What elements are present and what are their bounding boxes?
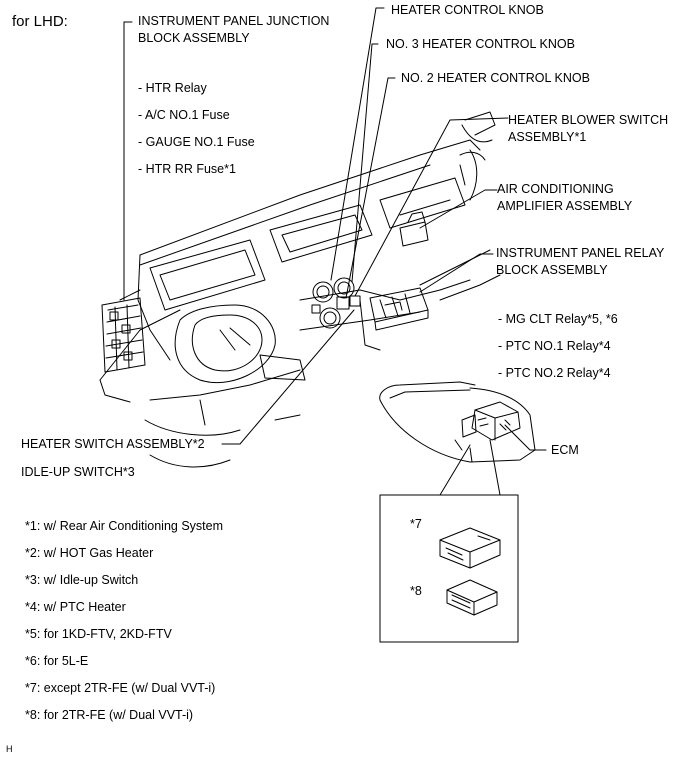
iprb-label-line1: INSTRUMENT PANEL RELAY bbox=[496, 246, 665, 260]
page-title: for LHD: bbox=[12, 13, 68, 30]
seat-ecm-drawing bbox=[379, 381, 536, 463]
inset-box bbox=[379, 494, 519, 643]
footnote: *8: for 2TR-FE (w/ Dual VVT-i) bbox=[25, 708, 194, 722]
inset-label-8: *8 bbox=[410, 584, 422, 598]
heater-control-knob-label: HEATER CONTROL KNOB bbox=[391, 3, 544, 17]
iprb-item: - MG CLT Relay*5, *6 bbox=[498, 312, 618, 326]
inset-label-7: *7 bbox=[410, 517, 422, 531]
footnote: *2: w/ HOT Gas Heater bbox=[25, 546, 154, 560]
ac-amplifier-label-line2: AMPLIFIER ASSEMBLY bbox=[497, 199, 633, 213]
ipjb-item: - HTR RR Fuse*1 bbox=[138, 162, 236, 176]
iprb-item: - PTC NO.2 Relay*4 bbox=[498, 366, 611, 380]
blower-switch-label-line2: ASSEMBLY*1 bbox=[508, 130, 587, 144]
ecm-label: ECM bbox=[551, 443, 579, 457]
ac-amplifier-label-line1: AIR CONDITIONING bbox=[497, 182, 614, 196]
blower-switch-label-line1: HEATER BLOWER SWITCH bbox=[508, 113, 669, 127]
iprb-item: - PTC NO.1 Relay*4 bbox=[498, 339, 611, 353]
footnote: *5: for 1KD-FTV, 2KD-FTV bbox=[25, 627, 172, 641]
junction-block-drawing bbox=[101, 297, 146, 373]
ipjb-label-line2: BLOCK ASSEMBLY bbox=[138, 31, 250, 45]
heater-switch-label: HEATER SWITCH ASSEMBLY*2 bbox=[21, 437, 205, 451]
no2-heater-control-knob-label: NO. 2 HEATER CONTROL KNOB bbox=[401, 71, 590, 85]
ipjb-label-line1: INSTRUMENT PANEL JUNCTION bbox=[138, 14, 330, 28]
ac-amplifier-drawing bbox=[399, 211, 429, 247]
heater-knobs-drawing bbox=[311, 277, 361, 329]
ipjb-item: - GAUGE NO.1 Fuse bbox=[138, 135, 255, 149]
relay-block-drawing bbox=[369, 287, 429, 331]
page-mark: H bbox=[6, 744, 13, 754]
footnote: *7: except 2TR-FE (w/ Dual VVT-i) bbox=[25, 681, 216, 695]
footnote: *6: for 5L-E bbox=[25, 654, 89, 668]
idle-up-switch-label: IDLE-UP SWITCH*3 bbox=[21, 465, 135, 479]
leader-lines bbox=[123, 7, 547, 496]
inset-ecm-8-drawing bbox=[446, 579, 498, 616]
ipjb-item: - A/C NO.1 Fuse bbox=[138, 108, 230, 122]
footnote: *1: w/ Rear Air Conditioning System bbox=[25, 519, 224, 533]
ipjb-item: - HTR Relay bbox=[138, 81, 207, 95]
no3-heater-control-knob-label: NO. 3 HEATER CONTROL KNOB bbox=[386, 37, 575, 51]
footnote: *3: w/ Idle-up Switch bbox=[25, 573, 139, 587]
inset-ecm-7-drawing bbox=[439, 527, 501, 569]
dashboard-outline bbox=[99, 111, 501, 468]
iprb-label-line2: BLOCK ASSEMBLY bbox=[496, 263, 608, 277]
footnote: *4: w/ PTC Heater bbox=[25, 600, 126, 614]
